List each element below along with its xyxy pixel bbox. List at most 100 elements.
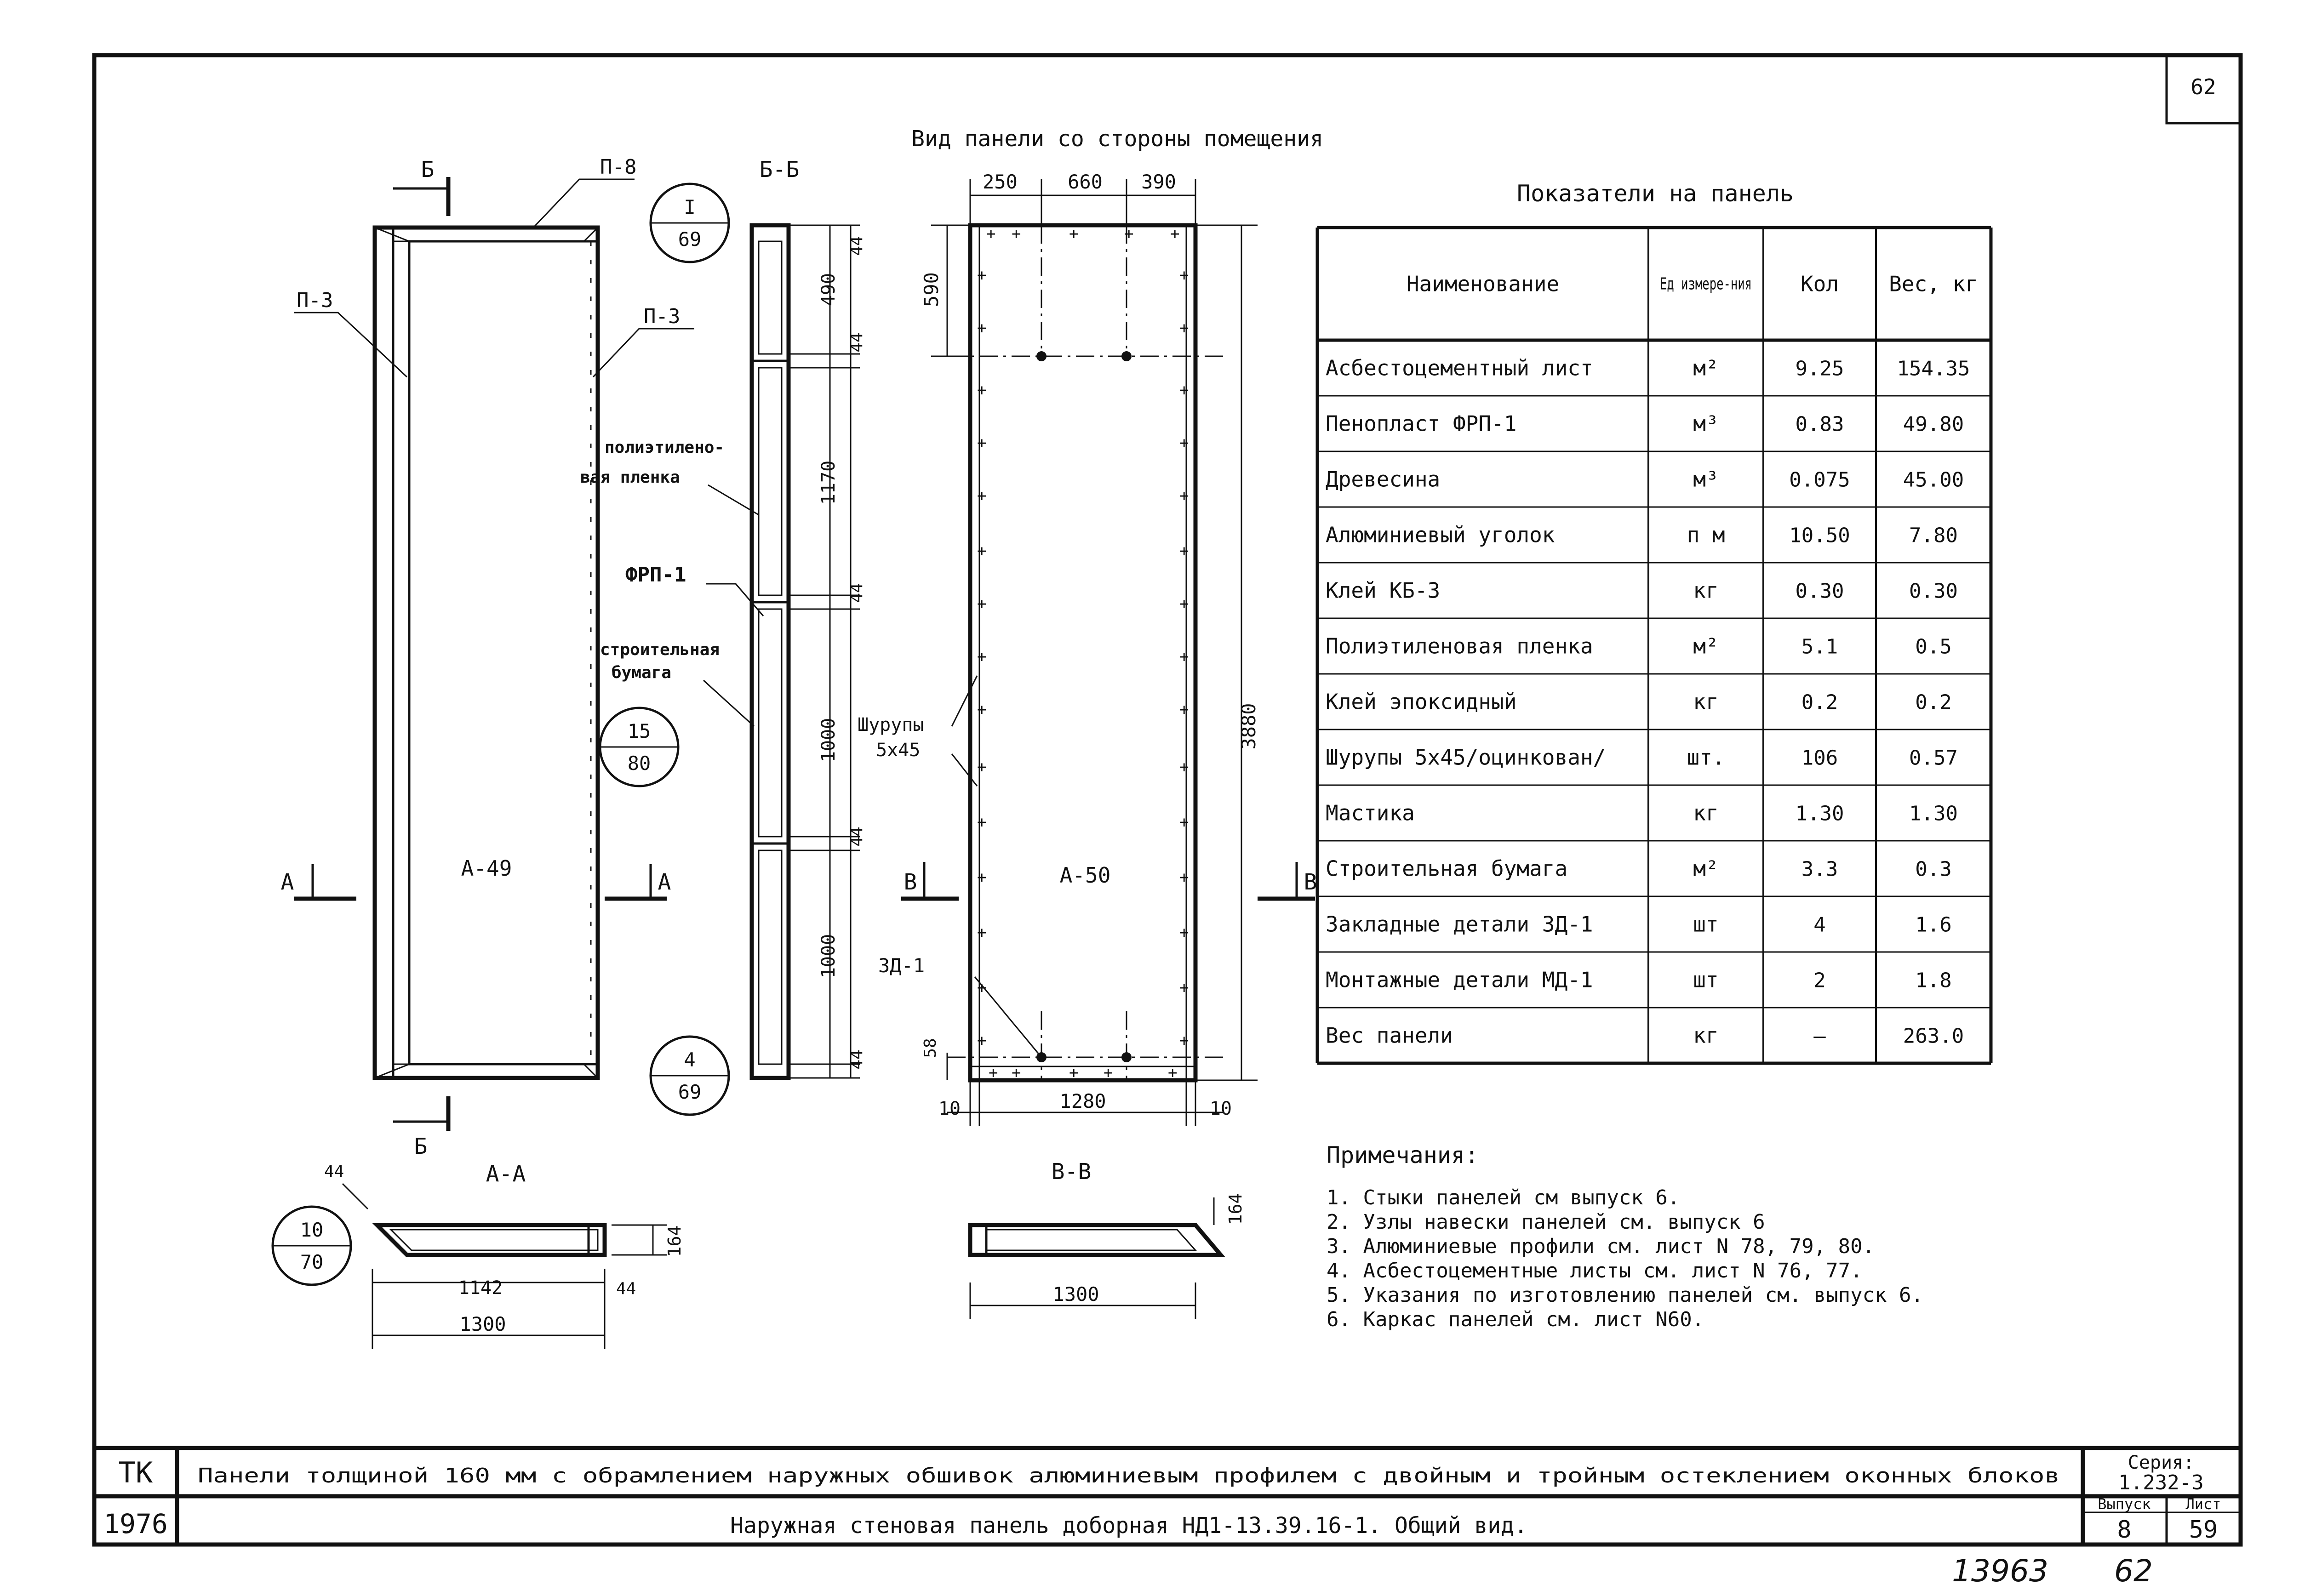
bb-dim-44b: 44 <box>847 332 866 352</box>
table-cell-unit: м² <box>1693 634 1718 659</box>
table-cell-name: Пенопласт ФРП-1 <box>1326 411 1516 436</box>
table-cell-name: Шурупы 5х45/оцинкован/ <box>1326 745 1606 770</box>
table-cell-unit: шт. <box>1687 745 1725 770</box>
section-aa-drawing <box>372 1223 607 1257</box>
table-cell-name: Древесина <box>1326 467 1440 492</box>
svg-text:+: + <box>1179 979 1189 997</box>
handwritten-number-left: 13963 <box>1952 1553 2048 1589</box>
panel-mark-right: А-50 <box>1060 863 1111 888</box>
bb-dim-490: 490 <box>818 273 839 306</box>
section-vv-dimensions <box>969 1197 1215 1319</box>
svg-text:+: + <box>1179 266 1189 285</box>
table-cell-name: Мастика <box>1326 801 1415 826</box>
profile-label-left: П-3 <box>297 289 333 312</box>
svg-text:+: + <box>1179 487 1189 505</box>
layer-label-frp: ФРП-1 <box>625 563 686 587</box>
svg-text:+: + <box>977 758 986 776</box>
notes-title: Примечания: <box>1327 1142 1479 1168</box>
table-cell-name: Асбестоцементный лист <box>1326 356 1593 381</box>
svg-text:+: + <box>1179 868 1189 887</box>
bb-dim-1170: 1170 <box>818 461 839 505</box>
aa-dim-44b: 44 <box>616 1279 636 1298</box>
svg-text:+: + <box>977 595 986 613</box>
vv-dim-1300: 1300 <box>1052 1283 1099 1305</box>
table-cell-qty: 4 <box>1813 913 1826 937</box>
svg-text:69: 69 <box>678 228 702 251</box>
svg-text:+: + <box>977 701 986 719</box>
section-title-vv: В-В <box>1052 1159 1092 1185</box>
table-cell-weight: 7.80 <box>1909 524 1958 547</box>
vv-dim-164: 164 <box>1225 1193 1246 1225</box>
title-block <box>94 1446 2241 1545</box>
tb-sheet-value: 59 <box>2189 1516 2218 1544</box>
svg-text:+: + <box>977 487 986 505</box>
svg-text:I: I <box>684 196 695 218</box>
section-vv-drawing <box>968 1223 1225 1257</box>
table-header-weight: Вес, кг <box>1889 272 1978 296</box>
svg-text:+: + <box>1179 595 1189 613</box>
svg-text:+: + <box>1179 648 1189 666</box>
tb-line-2: Наружная стеновая панель доборная НД1-13… <box>730 1513 1527 1539</box>
callout-2: 15 80 <box>599 707 680 787</box>
svg-text:+: + <box>977 1032 986 1050</box>
dim-left-590: 590 <box>920 272 943 307</box>
svg-text:+: + <box>1069 1064 1078 1082</box>
dim-top-660: 660 <box>1068 171 1103 193</box>
svg-text:+: + <box>1124 225 1133 243</box>
bb-dim-1000b: 1000 <box>818 934 839 978</box>
section-bb-dimensions <box>789 224 860 1079</box>
table-header-unit: Ед измере-ния <box>1660 275 1752 294</box>
dim-top-390: 390 <box>1141 171 1176 193</box>
zd-label: ЗД-1 <box>878 954 925 977</box>
tb-year: 1976 <box>103 1508 168 1539</box>
table-cell-weight: 1.8 <box>1915 969 1951 992</box>
table-cell-weight: 0.2 <box>1915 691 1951 714</box>
bb-dim-44c: 44 <box>847 583 866 603</box>
sheet-number-top: 62 <box>2190 74 2216 99</box>
section-aa-dimensions <box>342 1183 667 1349</box>
profile-leaders <box>294 178 694 378</box>
table-cell-name: Вес панели <box>1326 1023 1453 1048</box>
svg-text:+: + <box>977 319 986 337</box>
profile-label-top: П-8 <box>600 155 636 179</box>
table-header-qty: Кол <box>1801 272 1839 296</box>
layer-label-film-2: вая пленка <box>580 468 680 487</box>
svg-text:4: 4 <box>684 1049 695 1071</box>
sheet-number-box <box>2165 54 2242 125</box>
note-1: 1. Стыки панелей см выпуск 6. <box>1327 1186 1680 1209</box>
handwritten-number-right: 62 <box>2114 1553 2153 1589</box>
tb-series-value: 1.232-3 <box>2118 1471 2203 1494</box>
profile-label-right: П-3 <box>644 305 680 328</box>
svg-text:+: + <box>977 381 986 399</box>
bb-dim-44a: 44 <box>847 236 866 256</box>
svg-text:+: + <box>1069 225 1078 243</box>
aa-dim-1300: 1300 <box>459 1313 506 1335</box>
svg-text:+: + <box>1170 225 1179 243</box>
table-cell-unit: шт <box>1693 912 1718 937</box>
table-cell-name: Клей эпоксидный <box>1326 690 1516 714</box>
section-mark-v-right: В <box>1304 869 1317 895</box>
table-cell-unit: кг <box>1693 690 1718 714</box>
callout-3: 4 69 <box>649 1035 730 1116</box>
table-cell-qty: 9.25 <box>1796 357 1844 381</box>
table-cell-qty: 0.075 <box>1789 468 1850 492</box>
section-cut-b <box>393 177 451 1131</box>
table-cell-unit: м² <box>1693 856 1718 881</box>
svg-text:+: + <box>1179 319 1189 337</box>
layer-label-film-1: полиэтилено- <box>605 438 724 457</box>
svg-text:+: + <box>986 225 995 243</box>
section-title-bb: Б-Б <box>760 157 800 182</box>
table-cell-qty: 0.83 <box>1796 413 1844 436</box>
table-cell-qty: 10.50 <box>1789 524 1850 547</box>
table-header-name: Наименование <box>1407 272 1559 296</box>
tb-series-label: Серия: <box>2128 1452 2195 1473</box>
callout-4: 10 70 <box>271 1205 352 1286</box>
table-title: Показатели на панель <box>1517 180 1794 207</box>
table-cell-unit: шт <box>1693 968 1718 992</box>
section-mark-b-bottom: Б <box>414 1134 428 1159</box>
table-cell-name: Закладные детали ЗД-1 <box>1326 912 1593 937</box>
screws-label-2: 5х45 <box>876 740 920 761</box>
svg-text:+: + <box>1179 1032 1189 1050</box>
table-cell-weight: 0.30 <box>1909 580 1958 603</box>
layer-label-paper-1: строительная <box>600 640 720 659</box>
